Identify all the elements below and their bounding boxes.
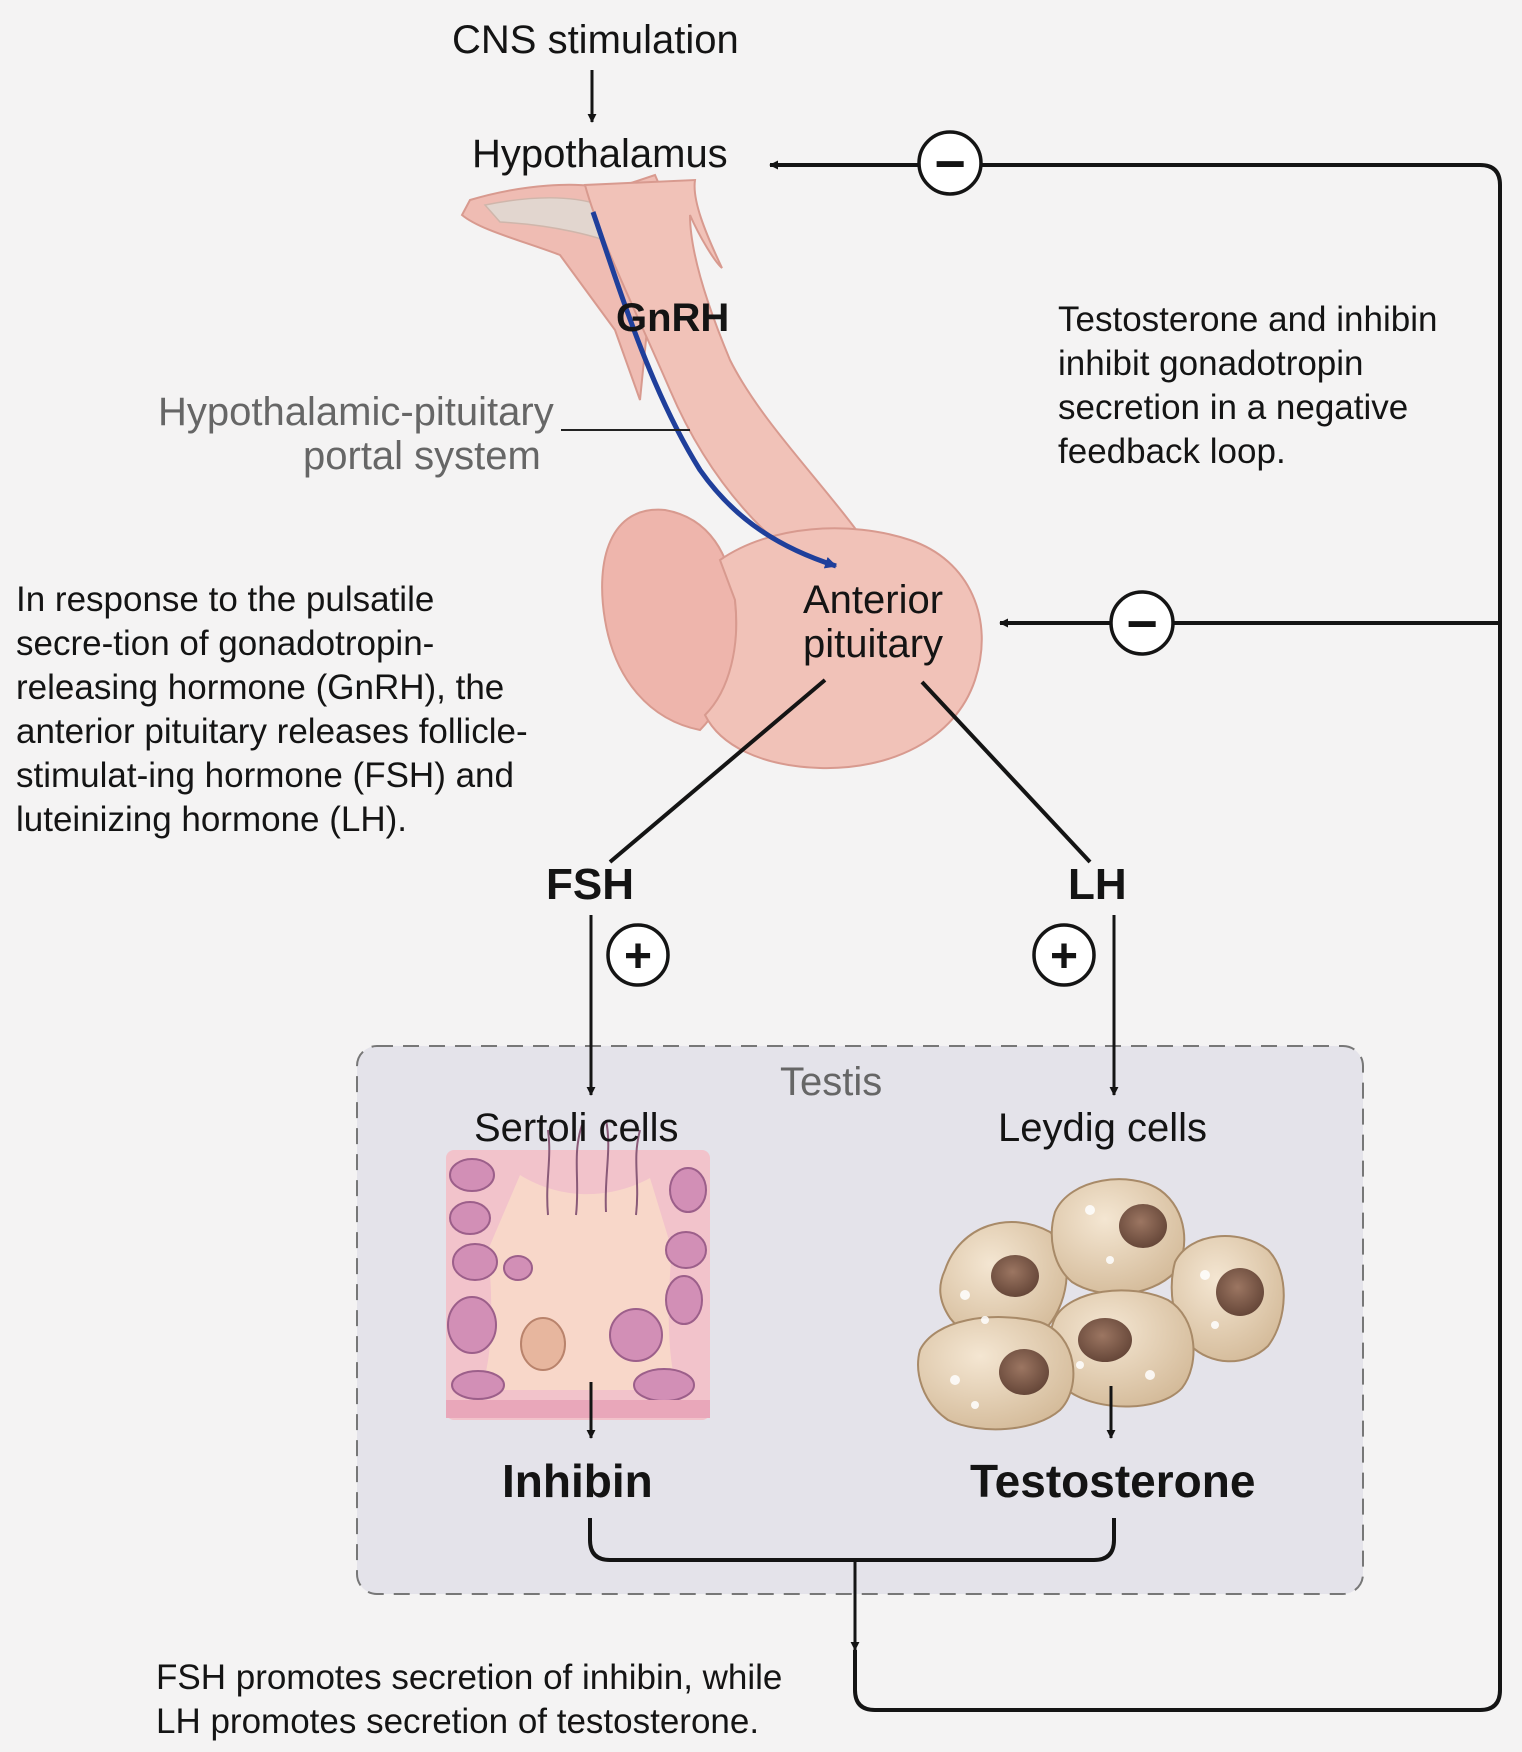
- leydig-cell: [1048, 1289, 1195, 1408]
- germ-cell: [633, 1368, 695, 1402]
- inhibin-testosterone-merge-line: [588, 1518, 1116, 1562]
- promotes-note-line2: LH promotes secretion of testosterone.: [156, 1702, 760, 1741]
- pituitary-gland-illustration: [460, 173, 983, 770]
- plus-sign: +: [624, 930, 652, 983]
- minus-circle-icon: −: [917, 130, 983, 196]
- plus-circle-icon: +: [1032, 923, 1096, 987]
- pituitary-to-fsh-line: [608, 678, 827, 864]
- leydig-nucleus: [999, 1349, 1049, 1395]
- pulsatile-secretion-note: In response to the pulsatile secre-tion …: [16, 580, 528, 839]
- leydig-cell: [1050, 1178, 1186, 1295]
- posterior-pituitary: [601, 508, 738, 732]
- leydig-cells-illustration: [917, 1178, 1285, 1431]
- minus-circle-shape: [917, 130, 983, 196]
- granule: [981, 1316, 989, 1324]
- germ-cell: [665, 1275, 703, 1325]
- basement-membrane: [446, 1400, 710, 1418]
- portal-system-label-line2: portal system: [303, 434, 541, 478]
- leydig-cell: [939, 1220, 1068, 1344]
- infundibulum-stalk: [583, 178, 862, 547]
- negative-feedback-note: Testosterone and inhibin inhibit gonadot…: [1058, 300, 1438, 471]
- granule: [1200, 1270, 1210, 1280]
- leydig-cells-label: Leydig cells: [998, 1106, 1208, 1150]
- germ-cell: [449, 1158, 495, 1192]
- leydig-nucleus: [1216, 1268, 1264, 1316]
- testis-label: Testis: [780, 1060, 883, 1104]
- sperm-tail: [546, 1129, 551, 1216]
- leydig-nucleus: [1119, 1204, 1167, 1248]
- portal-system-label-line1: Hypothalamic-pituitary: [158, 390, 554, 434]
- leydig-nucleus: [1078, 1318, 1132, 1362]
- minus-sign: −: [934, 134, 966, 194]
- germ-cell: [609, 1308, 663, 1362]
- germ-cell: [503, 1255, 533, 1281]
- leydig-granules: [950, 1205, 1219, 1409]
- granule: [971, 1401, 979, 1409]
- anterior-pituitary-label-line1: Anterior: [803, 578, 944, 622]
- granule: [1076, 1361, 1084, 1369]
- germ-cell: [452, 1243, 498, 1281]
- granule: [1106, 1256, 1114, 1264]
- minus-circle-icon: −: [1109, 590, 1175, 656]
- sertoli-cells-illustration: [446, 1119, 710, 1420]
- anterior-pituitary-label-line2: pituitary: [803, 622, 944, 666]
- sperm-tail: [604, 1119, 610, 1213]
- granule: [960, 1290, 970, 1300]
- fsh-label: FSH: [546, 860, 634, 909]
- leydig-cell-body: [917, 1316, 1075, 1431]
- promotes-note-line1: FSH promotes secretion of inhibin, while: [156, 1658, 783, 1697]
- lh-label: LH: [1068, 860, 1127, 909]
- minus-circle-shape: [1109, 590, 1175, 656]
- germ-cell: [449, 1201, 491, 1235]
- granule: [1085, 1205, 1095, 1215]
- plus-sign: +: [1050, 930, 1078, 983]
- sperm-tail: [575, 1124, 583, 1216]
- cns-stimulation-label: CNS stimulation: [452, 18, 739, 62]
- testosterone-label: Testosterone: [970, 1455, 1256, 1507]
- inhibin-label: Inhibin: [502, 1455, 653, 1507]
- pituitary-to-lh-line: [920, 680, 1092, 864]
- germ-cell: [669, 1167, 707, 1213]
- germ-cell: [665, 1231, 707, 1269]
- sertoli-cells-label: Sertoli cells: [474, 1106, 679, 1150]
- hypothalamus-label: Hypothalamus: [472, 132, 728, 176]
- germ-cell: [451, 1370, 505, 1400]
- granule: [1145, 1370, 1155, 1380]
- leydig-cell-body: [1050, 1178, 1186, 1295]
- leydig-cell: [917, 1316, 1075, 1431]
- gnrh-portal-arrow: [590, 211, 838, 569]
- granule: [1211, 1321, 1219, 1329]
- plus-circle-shape: [606, 923, 670, 987]
- anterior-pituitary-lobe: [703, 527, 983, 770]
- plus-circle-icon: +: [606, 923, 670, 987]
- minus-sign: −: [1126, 594, 1158, 654]
- negative-feedback-loop-line: [769, 160, 1502, 1712]
- sertoli-tails: [546, 1119, 641, 1216]
- leydig-nucleus: [991, 1255, 1039, 1297]
- sertoli-cell-nuclei: [447, 1158, 707, 1402]
- plus-circle-shape: [1032, 923, 1096, 987]
- sperm-tail: [635, 1129, 641, 1216]
- granule: [950, 1375, 960, 1385]
- sertoli-nucleus: [520, 1317, 566, 1371]
- gnrh-label: GnRH: [616, 296, 730, 340]
- germ-cell: [447, 1296, 497, 1354]
